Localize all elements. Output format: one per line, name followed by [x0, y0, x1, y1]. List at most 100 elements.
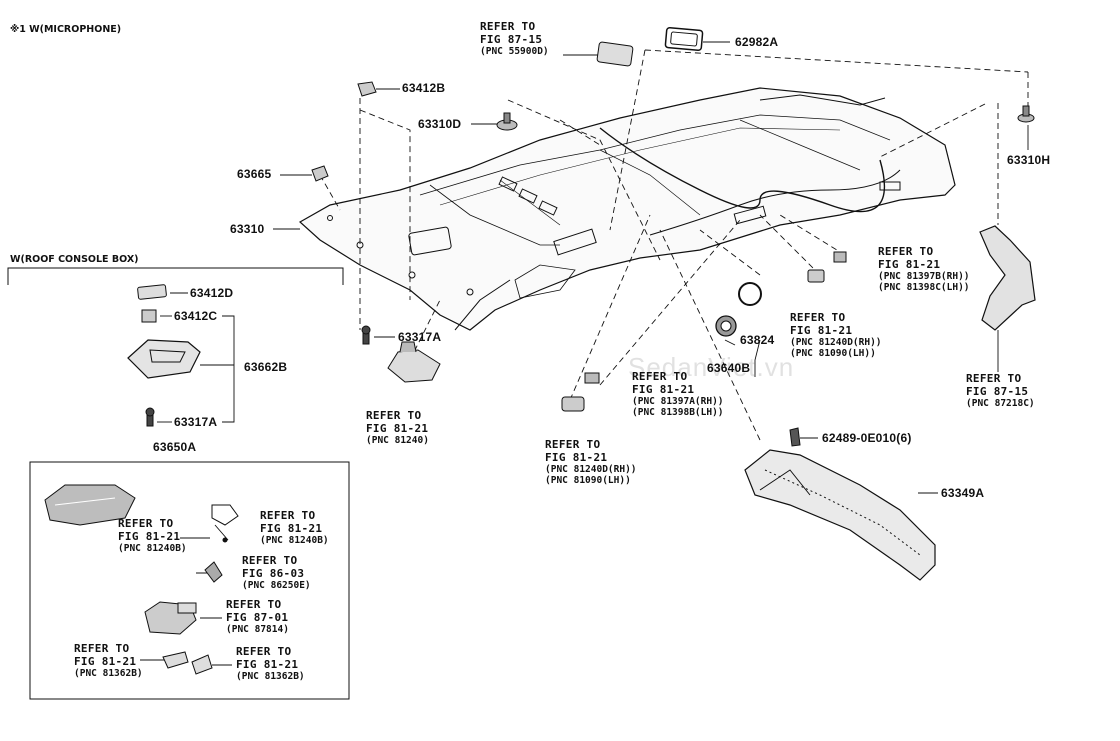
refer-line: FIG 81-21: [74, 655, 137, 668]
refer-81240D-upper[interactable]: REFER TO FIG 81-21 (PNC 81240D(RH)) (PNC…: [790, 311, 882, 359]
console-assembly-box: [29, 461, 350, 700]
part-number-63650A[interactable]: 63650A: [153, 440, 197, 454]
refer-line: REFER TO: [790, 311, 846, 324]
refer-line: (PNC 81240D(RH)): [545, 464, 637, 475]
refer-line: FIG 87-01: [226, 611, 289, 624]
refer-line: (PNC 81397B(RH)): [878, 271, 970, 282]
lamp-81240D-a: [561, 396, 585, 412]
part-number-63662B[interactable]: 63662B: [244, 360, 288, 374]
lamp-81240: [387, 341, 441, 383]
refer-87218C[interactable]: REFER TO FIG 87-15 (PNC 87218C): [966, 372, 1035, 409]
refer-line: (PNC 81090(LH)): [545, 475, 631, 486]
refer-line: FIG 81-21: [118, 530, 181, 543]
refer-line: FIG 81-21: [632, 383, 695, 396]
clip-63412B: [357, 81, 377, 97]
refer-81362B-left[interactable]: REFER TO FIG 81-21 (PNC 81362B): [74, 642, 143, 679]
solid-leaders: [140, 41, 1029, 666]
part-number-63317A-top[interactable]: 63317A: [398, 330, 442, 344]
refer-line: FIG 81-21: [878, 258, 941, 271]
cushion-63310D: [496, 112, 518, 131]
part-number-63640B[interactable]: 63640B: [707, 361, 751, 375]
refer-line: FIG 86-03: [242, 567, 305, 580]
refer-line: FIG 81-21: [545, 451, 608, 464]
refer-line: (PNC 81090(LH)): [790, 348, 876, 359]
refer-line: FIG 87-15: [966, 385, 1029, 398]
clip-63412D: [137, 284, 167, 300]
clip-63412C: [141, 309, 157, 323]
refer-line: FIG 81-21: [236, 658, 299, 671]
bulb-81397B: [833, 251, 847, 263]
lamp-81240B: [211, 504, 239, 543]
screw-63317A-top: [361, 325, 371, 345]
part-number-63412B[interactable]: 63412B: [402, 81, 446, 95]
refer-81397B[interactable]: REFER TO FIG 81-21 (PNC 81397B(RH)) (PNC…: [878, 245, 970, 293]
refer-81240D-lower[interactable]: REFER TO FIG 81-21 (PNC 81240D(RH)) (PNC…: [545, 438, 637, 486]
headliner-panel: [298, 87, 956, 331]
refer-line: (PNC 86250E): [242, 580, 311, 591]
refer-line: REFER TO: [545, 438, 601, 451]
refer-line: REFER TO: [966, 372, 1022, 385]
refer-line: REFER TO: [480, 20, 536, 33]
refer-line: REFER TO: [242, 554, 298, 567]
part-number-62489[interactable]: 62489-0E010(6): [822, 431, 912, 445]
refer-line: REFER TO: [74, 642, 130, 655]
refer-line: (PNC 81398C(LH)): [878, 282, 970, 293]
rail-63349A: [744, 449, 936, 581]
refer-81240B-left[interactable]: REFER TO FIG 81-21 (PNC 81240B): [118, 517, 187, 554]
part-number-63317A-box[interactable]: 63317A: [174, 415, 218, 429]
switch-86250E: [204, 561, 223, 583]
refer-line: REFER TO: [632, 370, 688, 383]
part-number-63412C[interactable]: 63412C: [174, 309, 218, 323]
part-number-62982A[interactable]: 62982A: [735, 35, 779, 49]
refer-line: REFER TO: [366, 409, 422, 422]
refer-87814[interactable]: REFER TO FIG 87-01 (PNC 87814): [226, 598, 289, 635]
refer-81397A[interactable]: REFER TO FIG 81-21 (PNC 81397A(RH)) (PNC…: [632, 370, 724, 418]
part-number-63310[interactable]: 63310: [230, 222, 265, 236]
refer-line: (PNC 55900D): [480, 46, 549, 57]
bulb-81362B-b: [191, 654, 213, 675]
lamp-81240D-b: [807, 269, 825, 283]
part-number-63824[interactable]: 63824: [740, 333, 775, 347]
bulb-81397A: [584, 372, 600, 384]
screw-63317A-box: [145, 407, 155, 427]
part-number-63349A[interactable]: 63349A: [941, 486, 985, 500]
refer-line: (PNC 81397A(RH)): [632, 396, 724, 407]
refer-line: REFER TO: [878, 245, 934, 258]
refer-line: FIG 81-21: [260, 522, 323, 535]
refer-81240B-right[interactable]: REFER TO FIG 81-21 (PNC 81240B): [260, 509, 329, 546]
bulb-81362B-a: [162, 651, 189, 669]
refer-81362B-right[interactable]: REFER TO FIG 81-21 (PNC 81362B): [236, 645, 305, 682]
refer-line: REFER TO: [260, 509, 316, 522]
roof-console-note: W(ROOF CONSOLE BOX): [10, 254, 139, 265]
dashed-leaders: [319, 49, 1029, 441]
cover-63640B: [715, 315, 737, 337]
part-number-63310H[interactable]: 63310H: [1007, 153, 1051, 167]
refer-line: (PNC 81362B): [236, 671, 305, 682]
refer-line: (PNC 81240): [366, 435, 429, 446]
watermark: SedanViet.vn: [628, 352, 795, 382]
microphone-note: ※1 W(MICROPHONE): [10, 24, 122, 35]
refer-line: REFER TO: [226, 598, 282, 611]
part-number-63412D[interactable]: 63412D: [190, 286, 234, 300]
refer-86250E[interactable]: REFER TO FIG 86-03 (PNC 86250E): [242, 554, 311, 591]
refer-line: (PNC 81362B): [74, 668, 143, 679]
refer-line: FIG 87-15: [480, 33, 543, 46]
bracket-63662B: [127, 339, 201, 379]
sunvisor-holder-62982A: [664, 26, 704, 52]
microphone-55900D: [596, 41, 634, 67]
refer-line: (PNC 87218C): [966, 398, 1035, 409]
refer-line: (PNC 81240B): [260, 535, 329, 546]
refer-line: (PNC 81240D(RH)): [790, 337, 882, 348]
pad-63665: [311, 165, 329, 182]
part-number-63665[interactable]: 63665: [237, 167, 272, 181]
refer-55900D[interactable]: REFER TO FIG 87-15 (PNC 55900D): [480, 20, 549, 57]
part-number-63310D[interactable]: 63310D: [418, 117, 462, 131]
roof-console-bracket: [7, 267, 344, 285]
refer-line: FIG 81-21: [790, 324, 853, 337]
clip-62489: [789, 427, 801, 447]
lamp-87814: [144, 601, 197, 635]
refer-81240[interactable]: REFER TO FIG 81-21 (PNC 81240): [366, 409, 429, 446]
console-63650A: [44, 484, 136, 526]
